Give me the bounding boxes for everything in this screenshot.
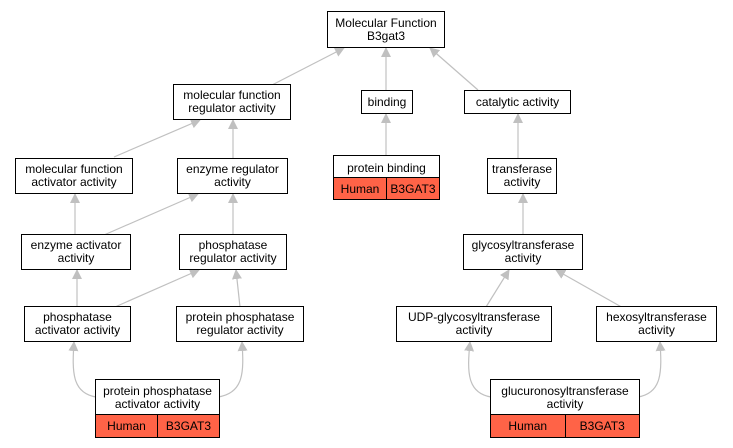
node-enzyme-activator-activity[interactable]: enzyme activator activity: [21, 234, 131, 270]
edge-mfreg-root: [271, 47, 345, 86]
edge-mfact-mfreg: [113, 118, 201, 158]
edge-udp-glyco: [485, 269, 510, 308]
node-glycosyltransferase-activity[interactable]: glycosyltransferase activity: [463, 234, 583, 270]
edge-ppact-phosact: [68, 341, 97, 398]
species-label: Human: [107, 419, 146, 433]
edge-ppact-ppreg: [217, 341, 248, 398]
edge-hexo-glyco: [555, 269, 626, 310]
node-phosphatase-regulator-activity[interactable]: phosphatase regulator activity: [179, 234, 287, 270]
node-protein-binding[interactable]: protein binding Human B3GAT3: [333, 155, 440, 200]
node-binding[interactable]: binding: [361, 90, 413, 114]
annotation-row: Human B3GAT3: [334, 177, 439, 199]
edge-glucu-hexo: [637, 341, 666, 398]
node-molecular-function-root[interactable]: Molecular Function B3gat3: [327, 11, 445, 48]
edge-phosact-phosreg: [114, 269, 200, 308]
node-phosphatase-activator-activity[interactable]: phosphatase activator activity: [24, 306, 131, 342]
node-protein-phosphatase-regulator-activity[interactable]: protein phosphatase regulator activity: [176, 306, 304, 342]
node-protein-phosphatase-activator-activity[interactable]: protein phosphatase activator activity H…: [95, 379, 220, 438]
node-enzyme-regulator-activity[interactable]: enzyme regulator activity: [177, 158, 288, 194]
node-transferase-activity[interactable]: transferase activity: [487, 158, 557, 194]
annotation-row: Human B3GAT3: [491, 414, 639, 437]
node-protein-binding-title: protein binding: [334, 156, 439, 180]
node-mf-regulator-activity[interactable]: molecular function regulator activity: [173, 84, 291, 120]
gene-label: B3GAT3: [157, 415, 219, 437]
edge-enzact-enzreg: [103, 193, 199, 236]
node-glucuronosyltransferase-title: glucuronosyltransferase activity: [491, 380, 639, 416]
edge-ppreg-phosreg: [231, 269, 242, 308]
species-label: Human: [508, 419, 548, 433]
node-hexosyltransferase-activity[interactable]: hexosyltransferase activity: [596, 306, 717, 342]
node-catalytic-activity[interactable]: catalytic activity: [464, 90, 571, 114]
species-label: Human: [340, 181, 380, 196]
node-glucuronosyltransferase-activity[interactable]: glucuronosyltransferase activity Human B…: [490, 379, 640, 438]
edge-catalytic-root: [429, 47, 479, 91]
gene-label: B3GAT3: [564, 415, 640, 437]
gene-label: B3GAT3: [386, 178, 439, 199]
edge-glucu-udp: [464, 341, 492, 398]
annotation-row: Human B3GAT3: [96, 414, 219, 437]
node-udp-glycosyltransferase-activity[interactable]: UDP-glycosyltransferase activity: [396, 306, 552, 342]
node-protein-phosphatase-activator-title: protein phosphatase activator activity: [96, 380, 219, 416]
node-mf-activator-activity[interactable]: molecular function activator activity: [15, 158, 133, 194]
